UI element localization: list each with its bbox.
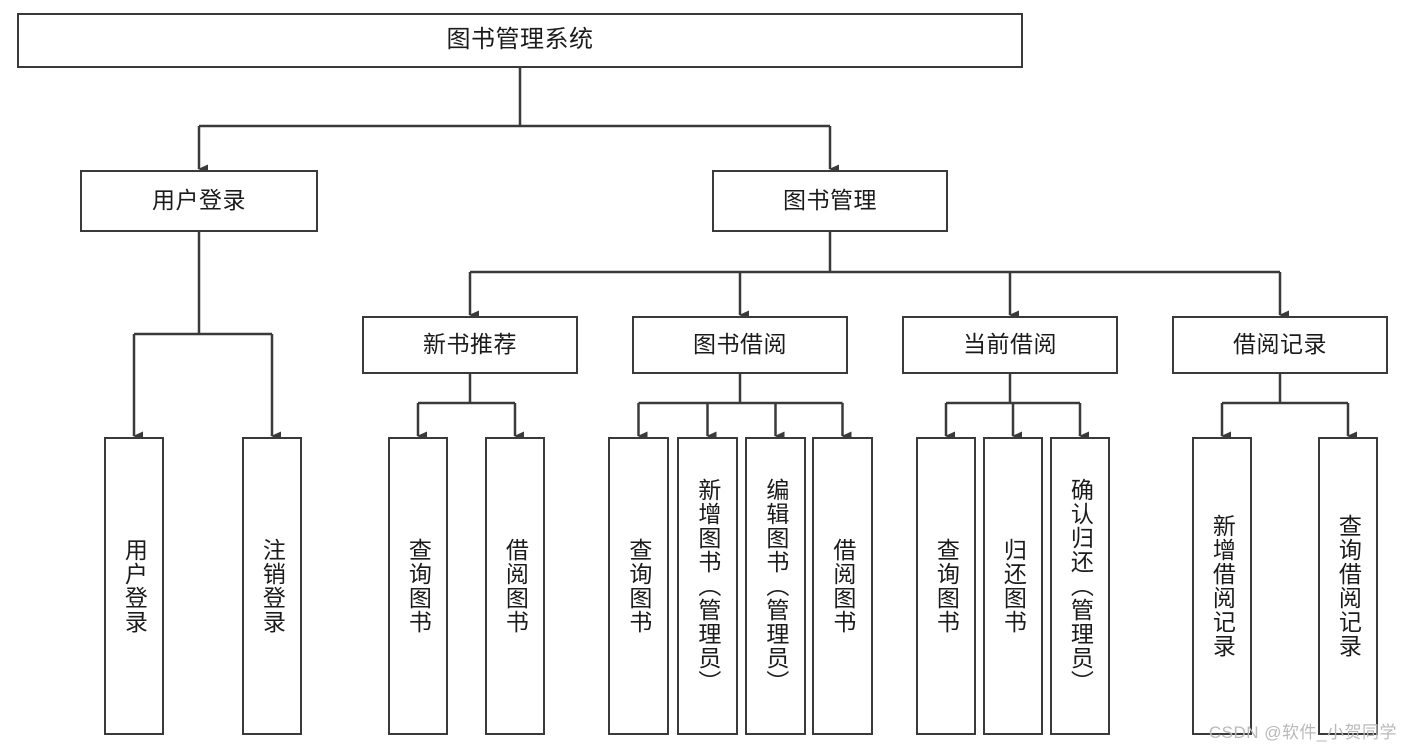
- node-label: 新增借阅记录: [1209, 514, 1236, 658]
- node-leaf-borrow-book-1: 借阅图书: [485, 437, 545, 735]
- node-label: 借阅图书: [502, 538, 529, 634]
- node-root: 图书管理系统: [17, 13, 1023, 68]
- node-label: 查询图书: [933, 538, 960, 634]
- node-borrow-record: 借阅记录: [1172, 316, 1388, 374]
- node-label: 查询图书: [625, 538, 652, 634]
- node-label: 查询借阅记录: [1335, 514, 1362, 658]
- node-leaf-edit-book: 编辑图书（管理员）: [745, 437, 806, 735]
- node-leaf-add-book: 新增图书（管理员）: [677, 437, 738, 735]
- node-leaf-return-book: 归还图书: [983, 437, 1043, 735]
- node-new-book-rec: 新书推荐: [362, 316, 578, 374]
- node-leaf-user-logout: 注销登录: [242, 437, 302, 735]
- node-book-manage: 图书管理: [712, 170, 948, 232]
- node-label: 确认归还（管理员）: [1067, 478, 1094, 694]
- node-current-borrow: 当前借阅: [902, 316, 1118, 374]
- node-label: 注销登录: [259, 538, 286, 634]
- watermark-label: CSDN @软件_小贺同学: [1208, 723, 1397, 742]
- node-leaf-query-book-1: 查询图书: [388, 437, 448, 735]
- node-label: 用户登录: [152, 187, 246, 214]
- node-leaf-query-book-2: 查询图书: [608, 437, 669, 735]
- node-label: 新增图书（管理员）: [694, 478, 721, 694]
- node-label: 用户登录: [121, 538, 148, 634]
- node-label: 图书管理: [783, 187, 877, 214]
- node-user-login: 用户登录: [80, 170, 318, 232]
- node-label: 当前借阅: [963, 331, 1057, 358]
- node-leaf-confirm-return: 确认归还（管理员）: [1050, 437, 1110, 735]
- node-leaf-borrow-book-2: 借阅图书: [812, 437, 873, 735]
- node-book-borrow: 图书借阅: [632, 316, 848, 374]
- node-label: 借阅图书: [829, 538, 856, 634]
- node-leaf-add-record: 新增借阅记录: [1192, 437, 1252, 735]
- node-label: 借阅记录: [1233, 331, 1327, 358]
- node-label: 图书借阅: [693, 331, 787, 358]
- node-leaf-query-book-3: 查询图书: [916, 437, 976, 735]
- node-label: 新书推荐: [423, 331, 517, 358]
- node-label: 查询图书: [405, 538, 432, 634]
- node-label: 归还图书: [1000, 538, 1027, 634]
- node-label: 图书管理系统: [446, 26, 594, 54]
- node-leaf-query-record: 查询借阅记录: [1318, 437, 1378, 735]
- node-leaf-user-login: 用户登录: [104, 437, 164, 735]
- node-label: 编辑图书（管理员）: [762, 478, 789, 694]
